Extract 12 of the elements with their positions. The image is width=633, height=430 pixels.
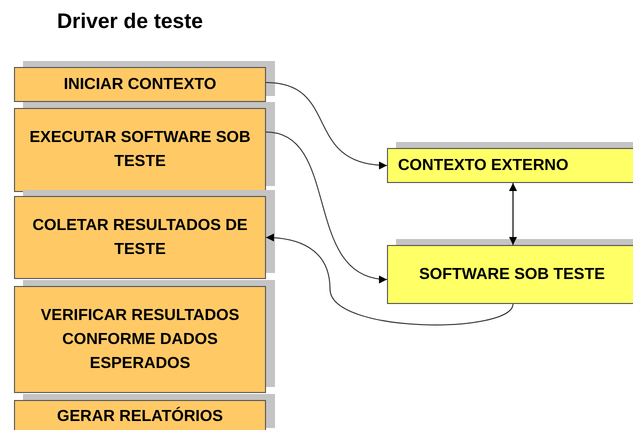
box-label: SOFTWARE SOB TESTE [419, 264, 605, 284]
box-label: EXECUTAR SOFTWARE SOB TESTE [28, 128, 252, 172]
arrow [266, 234, 514, 326]
box-label: VERIFICAR RESULTADOS CONFORME DADOS ESPERADOS [40, 306, 240, 374]
arrow [266, 82, 388, 169]
arrow [266, 132, 388, 282]
diagram-title: Driver de teste [57, 10, 203, 34]
box-label: CONTEXTO EXTERNO [398, 156, 568, 176]
box-label: GERAR RELATÓRIOS [57, 406, 223, 427]
box-label: INICIAR CONTEXTO [64, 74, 216, 94]
box-label: COLETAR RESULTADOS DE TESTE [31, 216, 249, 260]
arrow [509, 182, 517, 246]
